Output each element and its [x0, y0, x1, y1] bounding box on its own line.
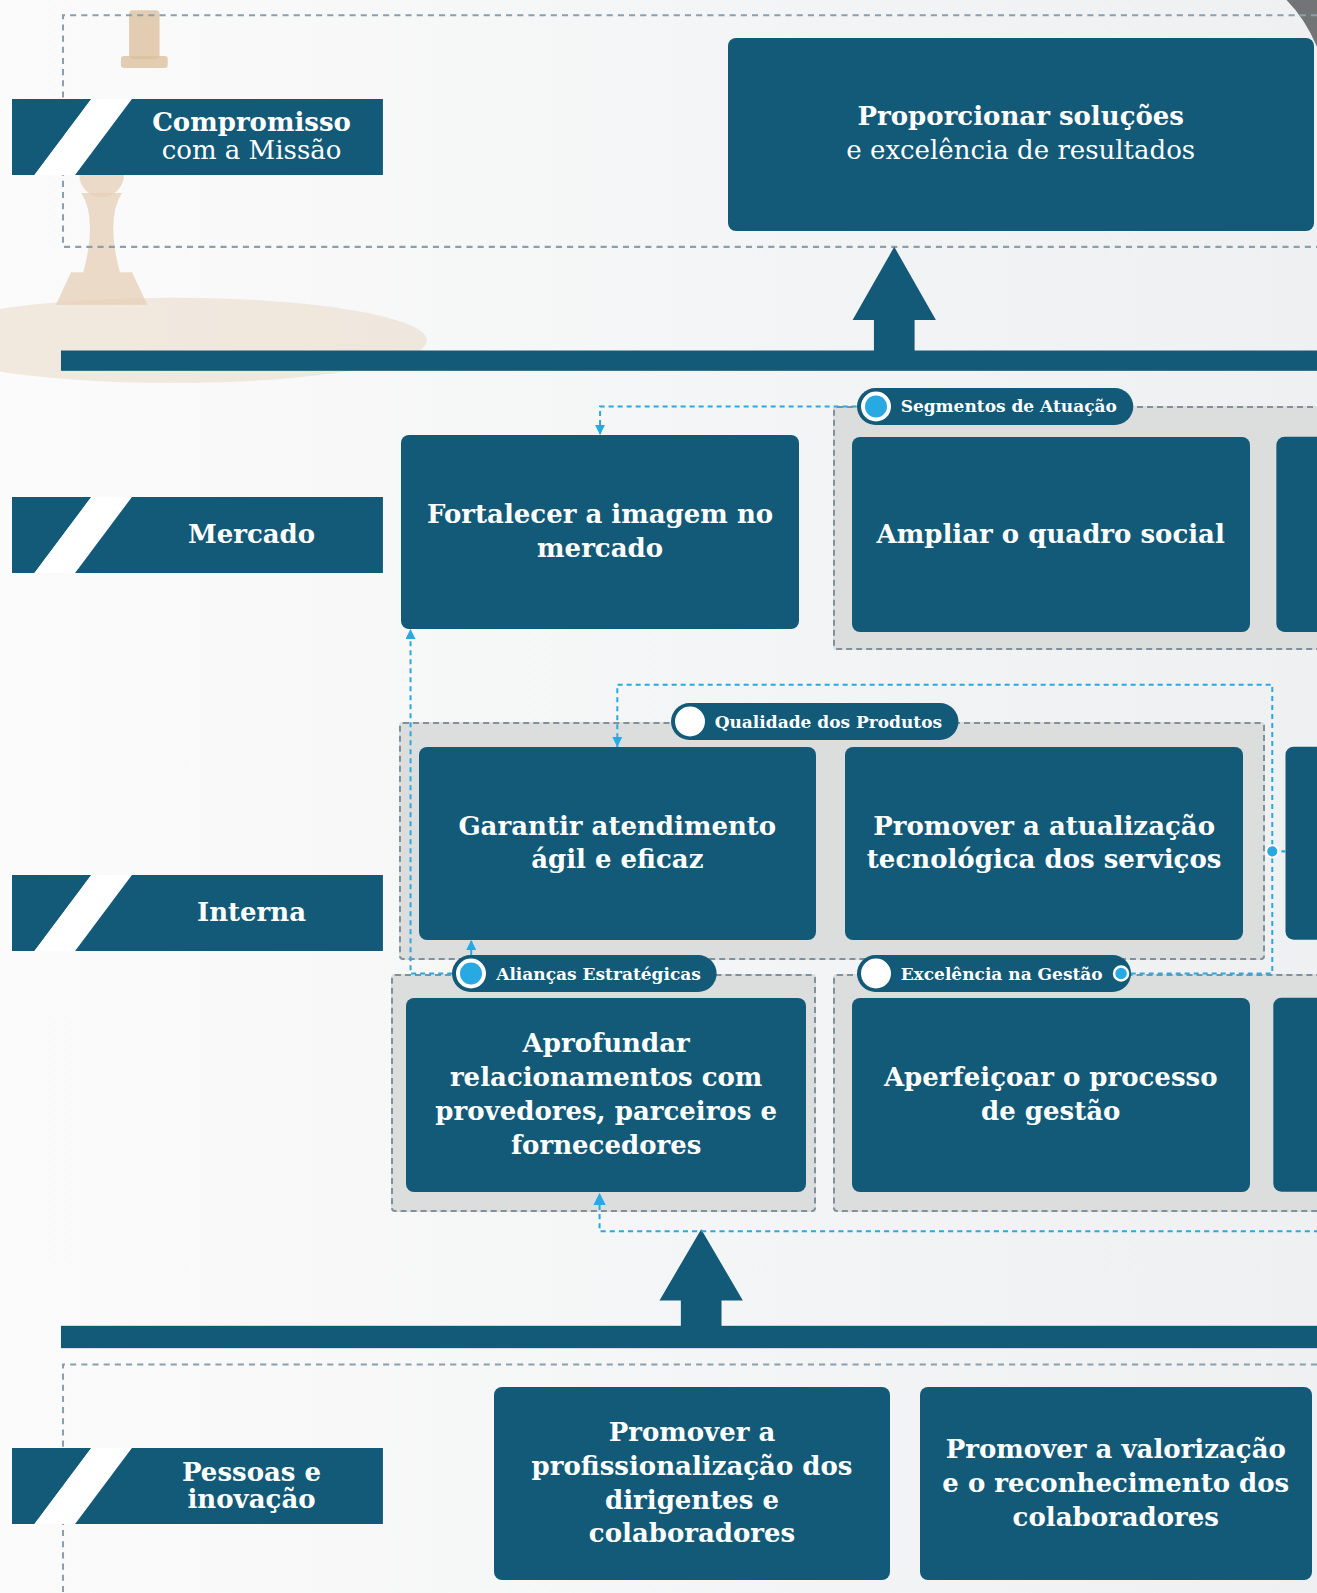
objective-box: Aperfeiçoar o processo de gestão — [852, 998, 1250, 1192]
dashed-connector — [600, 406, 857, 434]
group-label: Alianças Estratégicas — [496, 964, 701, 984]
tab-body — [857, 388, 1133, 425]
box-text: Garantir atendimento ágil e eficaz — [433, 810, 802, 878]
junction-dot — [1266, 845, 1278, 857]
chess-rook — [129, 10, 159, 59]
tab-body — [671, 703, 958, 740]
box-text: Aperfeiçoar o processo de gestão — [866, 1061, 1236, 1129]
box-text: Aprofundar relacionamentos com provedore… — [420, 1027, 791, 1162]
tab-ring — [861, 959, 891, 989]
text-block: Garantir atendimento ágil e eficaz — [433, 810, 802, 878]
text-block: Fortalecer a imagem no mercado — [415, 498, 784, 566]
perspective-band: Compromissocom a Missão — [12, 99, 383, 175]
band-label: Interna — [126, 899, 377, 926]
people-region-outline — [63, 1364, 1317, 1593]
text-block: Promover a profissionalização dos dirige… — [508, 1416, 876, 1551]
arrowhead — [593, 1193, 605, 1205]
perspective-bar — [61, 351, 1317, 371]
dashed-connector — [617, 685, 1272, 974]
text-block: Mercado — [126, 497, 377, 573]
tab-ring — [861, 391, 891, 421]
text-block: Aprofundar relacionamentos com provedore… — [420, 1027, 791, 1162]
objective-box: Promover a profissionalização dos dirige… — [494, 1387, 890, 1580]
box-text: Promover a atualização tecnológica dos s… — [859, 810, 1228, 878]
text-block: Promover a atualização tecnológica dos s… — [859, 810, 1228, 878]
dashed-connector — [470, 940, 472, 955]
theme-group: Segmentos de AtuaçãoAmpliar o quadro soc… — [833, 406, 1317, 650]
group-tab: Segmentos de Atuação — [857, 388, 1133, 425]
chess-piece — [56, 193, 147, 305]
objective-box: Proporcionar soluçõese excelência de res… — [728, 38, 1314, 231]
box-text: Proporcionar soluções — [846, 100, 1195, 134]
cut-off-box — [1273, 998, 1317, 1192]
band-label: Pessoas e inovação — [126, 1459, 377, 1514]
text-block: Pessoas e inovação — [126, 1448, 377, 1524]
tab-end-dot — [1114, 967, 1128, 981]
tab-body — [452, 955, 717, 992]
dashed-connector — [411, 629, 453, 974]
theme-group: Qualidade dos ProdutosGarantir atendimen… — [399, 722, 1265, 961]
text-block: Proporcionar soluçõese excelência de res… — [846, 100, 1195, 168]
band-body — [75, 875, 383, 951]
tab-ring — [675, 707, 705, 737]
perspective-bar — [61, 1326, 1317, 1348]
theme-group: Excelência na GestãoAperfeiçoar o proces… — [833, 974, 1317, 1213]
box-text: Fortalecer a imagem no mercado — [415, 498, 784, 566]
objective-box: Promover a valorização e o reconheciment… — [920, 1387, 1312, 1580]
upward-arrow — [660, 1229, 743, 1328]
leader-line — [1272, 850, 1285, 852]
box-text: Ampliar o quadro social — [877, 518, 1225, 552]
objective-box: Ampliar o quadro social — [852, 437, 1250, 632]
text-block: Interna — [126, 875, 377, 951]
chess-rook-base — [121, 56, 168, 68]
upward-arrow — [853, 247, 936, 353]
band-label: Compromisso — [126, 109, 377, 136]
leader-line — [600, 1205, 1317, 1231]
band-label: com a Missão — [126, 137, 377, 164]
perspective-band: Pessoas e inovação — [12, 1448, 383, 1524]
group-tab: Qualidade dos Produtos — [671, 703, 958, 740]
cut-off-box — [1285, 747, 1317, 940]
box-text: Promover a valorização e o reconheciment… — [934, 1433, 1298, 1534]
perspective-band: Mercado — [12, 497, 383, 573]
band-body — [75, 1448, 383, 1524]
group-label: Qualidade dos Produtos — [715, 712, 942, 732]
objective-box: Aprofundar relacionamentos com provedore… — [406, 998, 805, 1192]
group-tab: Excelência na Gestão — [857, 955, 1131, 992]
objective-box: Garantir atendimento ágil e eficaz — [419, 747, 816, 940]
objective-box: Fortalecer a imagem no mercado — [401, 435, 798, 629]
band-body — [75, 497, 383, 573]
tab-dot — [865, 395, 887, 417]
text-block: Compromissocom a Missão — [126, 99, 377, 175]
perspective-band: Interna — [12, 875, 383, 951]
theme-group: Alianças EstratégicasAprofundar relacion… — [391, 974, 816, 1213]
group-label: Segmentos de Atuação — [901, 396, 1117, 416]
tab-dot — [460, 963, 482, 985]
text-block: Promover a valorização e o reconheciment… — [934, 1433, 1298, 1534]
band-body — [75, 99, 383, 175]
tab-ring — [456, 959, 486, 989]
cut-off-box — [1276, 437, 1317, 632]
band-label: Mercado — [126, 521, 377, 548]
objective-box: Promover a atualização tecnológica dos s… — [845, 747, 1242, 940]
text-block: Aperfeiçoar o processo de gestão — [866, 1061, 1236, 1129]
group-tab: Alianças Estratégicas — [452, 955, 717, 992]
tab-body — [857, 955, 1131, 992]
mission-region-outline — [63, 15, 1317, 247]
group-label: Excelência na Gestão — [901, 964, 1103, 984]
box-text: e excelência de resultados — [846, 134, 1195, 168]
text-block: Ampliar o quadro social — [877, 518, 1225, 552]
box-text: Promover a profissionalização dos dirige… — [508, 1416, 876, 1551]
